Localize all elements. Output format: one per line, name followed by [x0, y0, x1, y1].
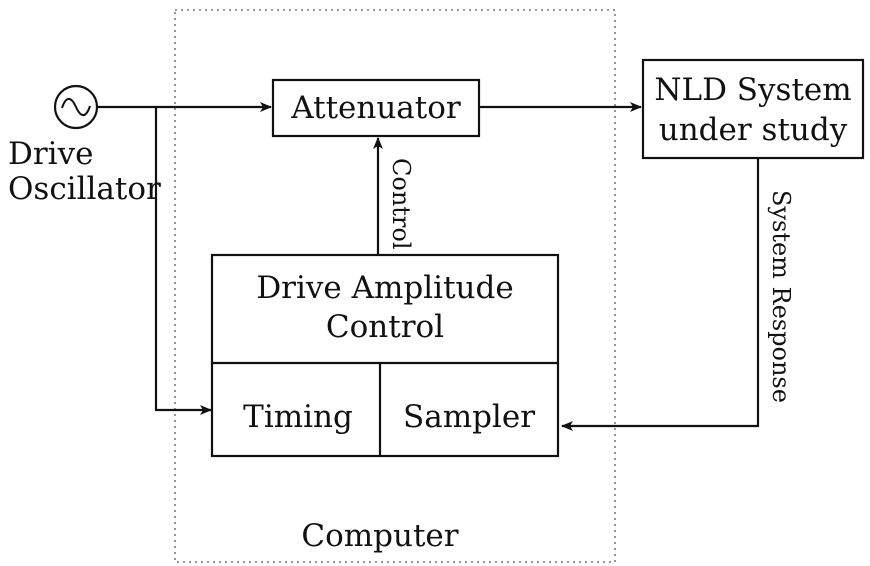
system-response-arrow: [561, 158, 760, 431]
oscillator-to-timing-arrow: [154, 107, 212, 415]
drive-amplitude-label-line1: Drive Amplitude: [256, 270, 513, 306]
computer-boundary: [174, 9, 616, 563]
drive-amplitude-control-block: [210, 253, 560, 458]
system-response-label: System Response: [767, 190, 795, 403]
sampler-label: Sampler: [403, 399, 535, 435]
nld-system-label-line1: NLD System: [654, 72, 851, 108]
timing-label: Timing: [243, 399, 353, 435]
attenuator-block: [271, 78, 481, 138]
computer-label: Computer: [301, 518, 458, 554]
drive-amplitude-label-line2: Control: [326, 309, 444, 345]
attenuator-label: Attenuator: [290, 90, 461, 126]
nld-system-block: [641, 58, 865, 160]
oscillator-label-line2: Oscillator: [8, 171, 161, 207]
oscillator-label-line1: Drive: [8, 136, 93, 172]
sine-source-icon: [53, 84, 99, 130]
nld-system-label-line2: under study: [659, 112, 848, 148]
control-label: Control: [387, 158, 415, 250]
